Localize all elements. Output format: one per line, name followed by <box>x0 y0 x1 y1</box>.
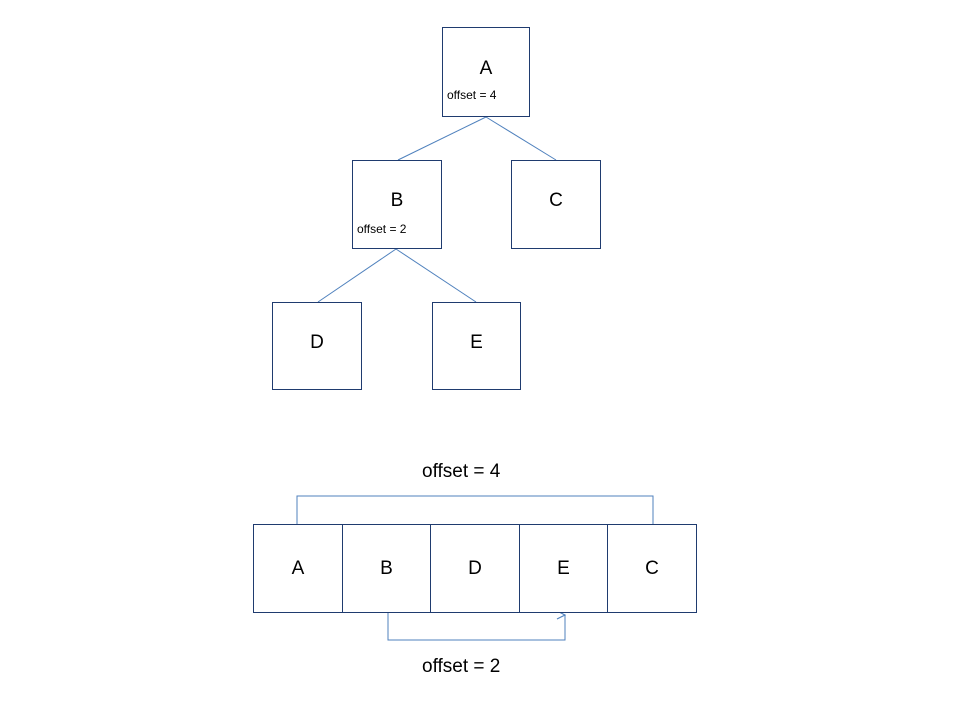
array-cell: C <box>607 524 697 613</box>
tree-node-c: C <box>511 160 601 249</box>
array-cell: B <box>342 524 431 613</box>
offset-2-arrow <box>387 613 565 641</box>
edge-b-e <box>395 248 477 303</box>
tree-node-b: B offset = 2 <box>352 160 442 249</box>
array-offset-4-caption: offset = 4 <box>422 461 501 482</box>
array-offset-2-caption: offset = 2 <box>422 656 501 677</box>
tree-node-d: D <box>272 302 362 390</box>
array-cell: A <box>253 524 343 613</box>
edge-a-c <box>485 116 557 161</box>
edge-a-b <box>397 116 487 161</box>
tree-node-e: E <box>432 302 521 390</box>
tree-node-a: A offset = 4 <box>442 27 530 117</box>
tree-node-label: C <box>549 190 563 211</box>
array-cell: D <box>430 524 520 613</box>
edge-b-d <box>317 248 397 303</box>
tree-node-offset-note: offset = 4 <box>447 88 497 102</box>
tree-node-label: B <box>390 190 404 211</box>
tree-node-label: E <box>470 332 483 353</box>
tree-node-offset-note: offset = 2 <box>357 222 407 236</box>
offset-4-arrow <box>296 495 653 542</box>
tree-node-label: D <box>310 332 324 353</box>
array-cell: E <box>519 524 608 613</box>
tree-node-label: A <box>479 58 493 79</box>
